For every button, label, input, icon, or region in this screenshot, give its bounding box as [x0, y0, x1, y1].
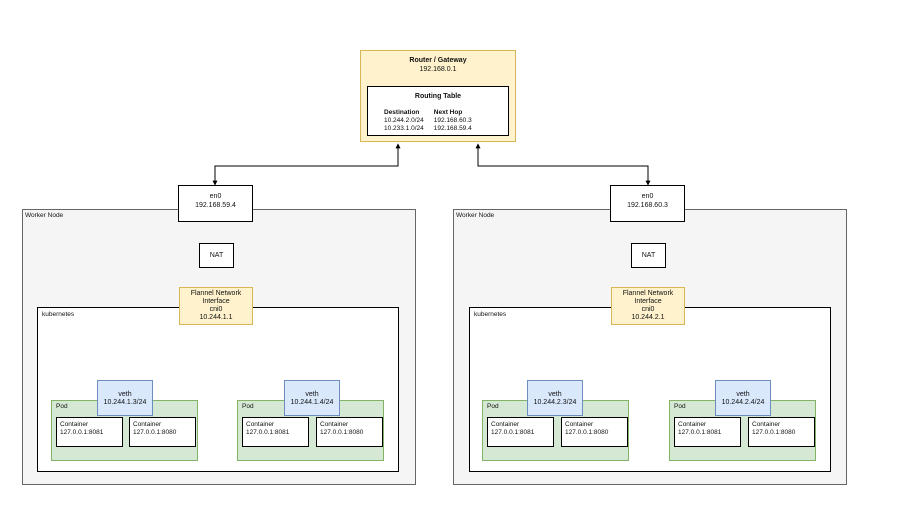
pod-label: Pod — [487, 403, 499, 410]
routing-table-header-next-hop: Next Hop — [433, 109, 463, 116]
container-box: Container 127.0.0.1:8081 — [674, 417, 741, 447]
routing-destination: 10.233.1.0/24 — [384, 125, 424, 132]
routing-table-row: 10.233.1.0/24 192.168.59.4 — [384, 125, 482, 133]
kubernetes-label: kubernetes — [474, 311, 507, 318]
flannel-line2: Interface — [634, 298, 662, 305]
container-name: Container — [678, 421, 707, 428]
veth-ip: 10.244.2.4/24 — [721, 399, 765, 406]
edge-right-en0-router — [475, 143, 651, 186]
pod-label: Pod — [674, 403, 686, 410]
routing-next-hop: 192.168.59.4 — [433, 125, 472, 132]
container-address: 127.0.0.1:8080 — [133, 429, 177, 436]
router-ip: 192.168.0.1 — [419, 66, 457, 73]
en0-name: en0 — [209, 193, 222, 200]
container-box: Container 127.0.0.1:8080 — [748, 417, 815, 447]
veth-right-2: veth 10.244.2.4/24 — [715, 380, 771, 416]
routing-destination: 10.244.2.0/24 — [384, 117, 424, 124]
flannel-ip: 10.244.2.1 — [631, 314, 665, 321]
pod-label: Pod — [56, 403, 68, 410]
container-name: Container — [491, 421, 520, 428]
veth-ip: 10.244.1.4/24 — [290, 399, 334, 406]
container-address: 127.0.0.1:8081 — [60, 429, 104, 436]
routing-table-title: Routing Table — [414, 93, 462, 100]
container-name: Container — [133, 421, 162, 428]
container-box: Container 127.0.0.1:8080 — [129, 417, 196, 447]
nat-left: NAT — [199, 243, 234, 268]
container-name: Container — [60, 421, 89, 428]
router-title: Router / Gateway — [409, 57, 467, 64]
flannel-line3: cni0 — [209, 306, 223, 313]
kubernetes-label: kubernetes — [42, 311, 75, 318]
veth-name: veth — [118, 391, 132, 398]
container-address: 127.0.0.1:8081 — [491, 429, 535, 436]
en0-ip: 192.168.59.4 — [195, 202, 236, 209]
flannel-line1: Flannel Network — [190, 290, 242, 297]
en0-interface-left: en0 192.168.59.4 — [178, 185, 253, 222]
container-name: Container — [320, 421, 349, 428]
edge-left-en0-router — [212, 143, 401, 186]
container-address: 127.0.0.1:8080 — [752, 429, 796, 436]
en0-name: en0 — [641, 193, 654, 200]
container-address: 127.0.0.1:8081 — [246, 429, 290, 436]
container-box: Container 127.0.0.1:8081 — [242, 417, 309, 447]
flannel-ip: 10.244.1.1 — [199, 314, 233, 321]
container-address: 127.0.0.1:8080 — [565, 429, 609, 436]
en0-interface-right: en0 192.168.60.3 — [610, 185, 685, 222]
worker-node-label: Worker Node — [25, 212, 64, 219]
en0-ip: 192.168.60.3 — [627, 202, 668, 209]
flannel-line2: Interface — [202, 298, 230, 305]
container-box: Container 127.0.0.1:8081 — [56, 417, 123, 447]
worker-node-label: Worker Node — [456, 212, 495, 219]
flannel-line3: cni0 — [641, 306, 655, 313]
pod-label: Pod — [242, 403, 254, 410]
veth-left-2: veth 10.244.1.4/24 — [284, 380, 340, 416]
veth-ip: 10.244.1.3/24 — [103, 399, 147, 406]
container-box: Container 127.0.0.1:8080 — [561, 417, 628, 447]
nat-right: NAT — [631, 243, 666, 268]
flannel-interface-right: Flannel Network Interface cni0 10.244.2.… — [611, 287, 685, 325]
flannel-interface-left: Flannel Network Interface cni0 10.244.1.… — [179, 287, 253, 325]
container-address: 127.0.0.1:8080 — [320, 429, 364, 436]
container-box: Container 127.0.0.1:8081 — [487, 417, 554, 447]
veth-left-1: veth 10.244.1.3/24 — [97, 380, 153, 416]
veth-name: veth — [305, 391, 319, 398]
container-address: 127.0.0.1:8081 — [678, 429, 722, 436]
container-name: Container — [565, 421, 594, 428]
flannel-line1: Flannel Network — [622, 290, 674, 297]
routing-table-header-destination: Destination — [384, 109, 420, 116]
routing-table-grid: Destination Next Hop 10.244.2.0/24 192.1… — [384, 109, 482, 133]
container-name: Container — [752, 421, 781, 428]
veth-name: veth — [736, 391, 750, 398]
veth-name: veth — [548, 391, 562, 398]
container-box: Container 127.0.0.1:8080 — [316, 417, 383, 447]
veth-ip: 10.244.2.3/24 — [533, 399, 577, 406]
veth-right-1: veth 10.244.2.3/24 — [527, 380, 583, 416]
routing-next-hop: 192.168.60.3 — [433, 117, 472, 124]
routing-table-row: 10.244.2.0/24 192.168.60.3 — [384, 117, 482, 125]
container-name: Container — [246, 421, 275, 428]
routing-table: Routing Table Destination Next Hop 10.24… — [367, 86, 509, 136]
